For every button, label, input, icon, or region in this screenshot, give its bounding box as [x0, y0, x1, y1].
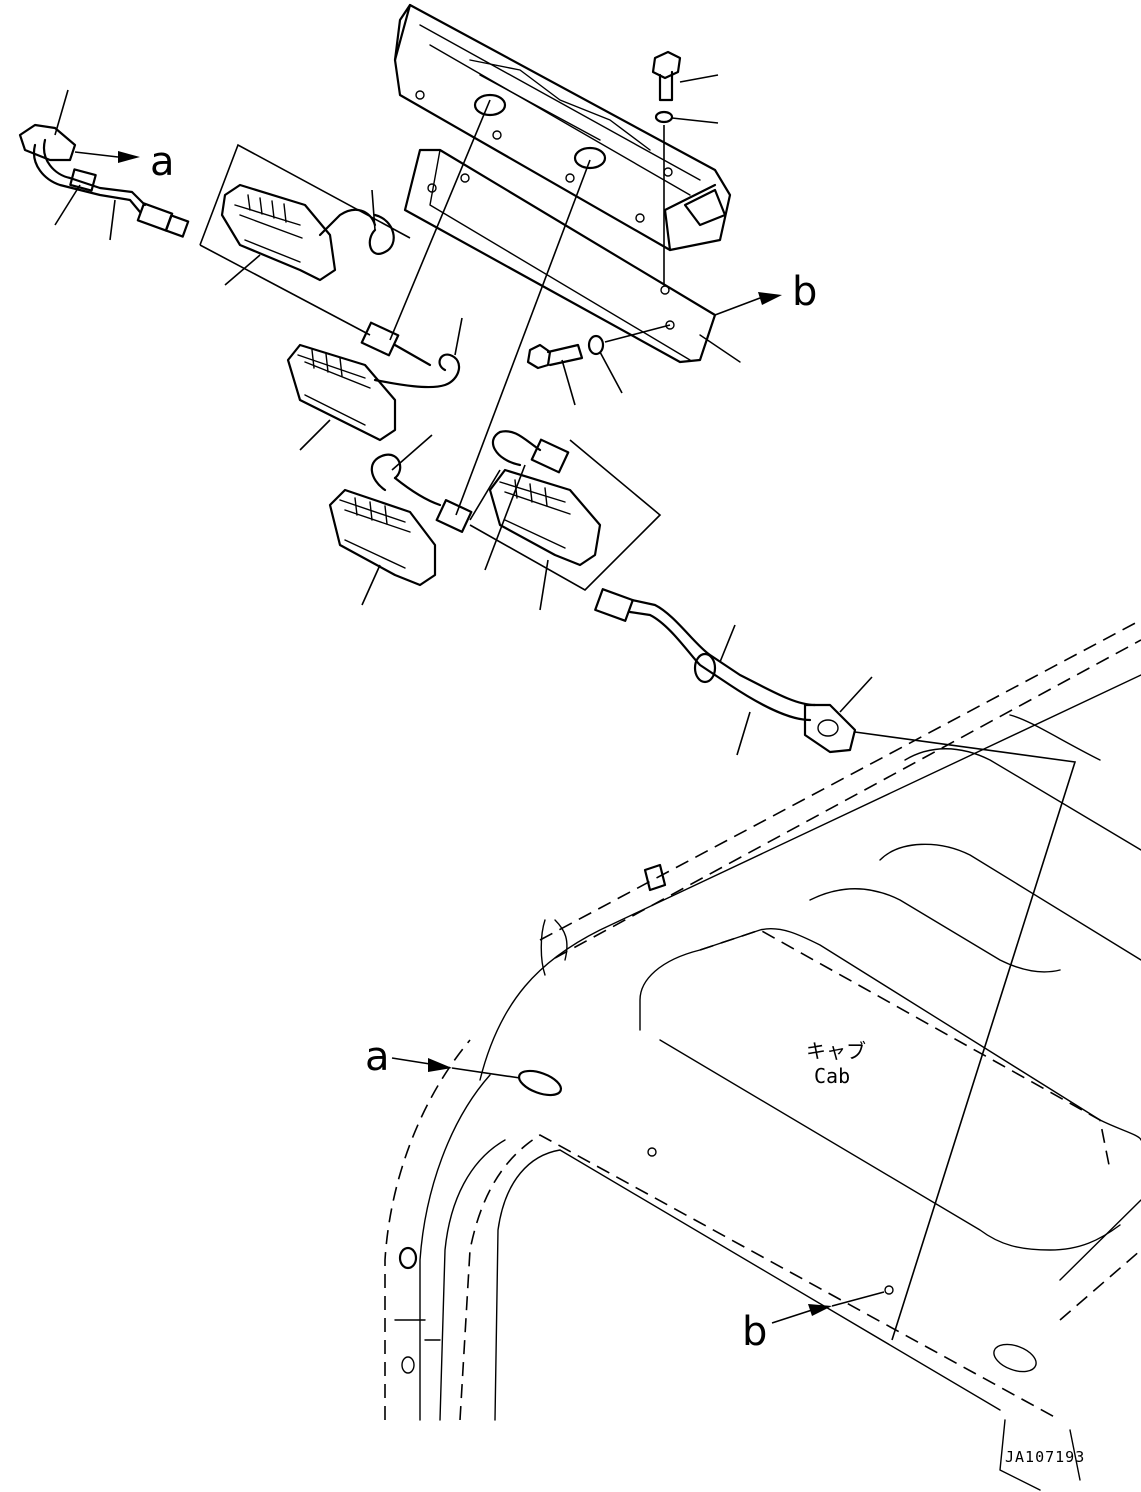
arrowhead-b-cab: [808, 1304, 832, 1316]
cab-roof: [479, 619, 1141, 1491]
arrow-b-cab: [771, 1309, 813, 1324]
callout-a-cab: a: [365, 1034, 390, 1080]
arrow-b-top: [714, 297, 761, 316]
bolt-lower: [526, 343, 584, 406]
group-frame-4: [469, 439, 662, 591]
group-frame-1b: [199, 244, 371, 336]
work-lamp-3: [328, 159, 591, 606]
arrowhead-a-cab: [428, 1058, 452, 1072]
callout-b-top: b: [792, 269, 817, 315]
leader-a-cab: [451, 1067, 521, 1079]
cab-label-english: Cab: [814, 1064, 850, 1088]
washer-upper: [654, 110, 719, 124]
cab-pillar: [384, 1039, 1061, 1421]
leader-b-cab: [831, 1291, 885, 1307]
work-lamp-1: [220, 183, 395, 286]
washer-lower: [587, 324, 671, 394]
harness-left: [18, 89, 190, 241]
drawing-code: JA107193: [1005, 1448, 1085, 1466]
arrow-a-cab: [391, 1057, 431, 1065]
group-frame-1: [199, 143, 411, 246]
callout-a-top: a: [150, 139, 175, 185]
work-lamp-4: [484, 430, 602, 611]
arrowhead-b-top: [758, 292, 782, 305]
cab-label-japanese: キャブ: [806, 1039, 866, 1063]
light-bracket-housing: [393, 3, 732, 252]
bolt-upper: [651, 50, 719, 102]
work-lamp-2: [286, 99, 491, 451]
callout-b-cab: b: [742, 1309, 767, 1355]
harness-right: [594, 588, 1077, 1341]
